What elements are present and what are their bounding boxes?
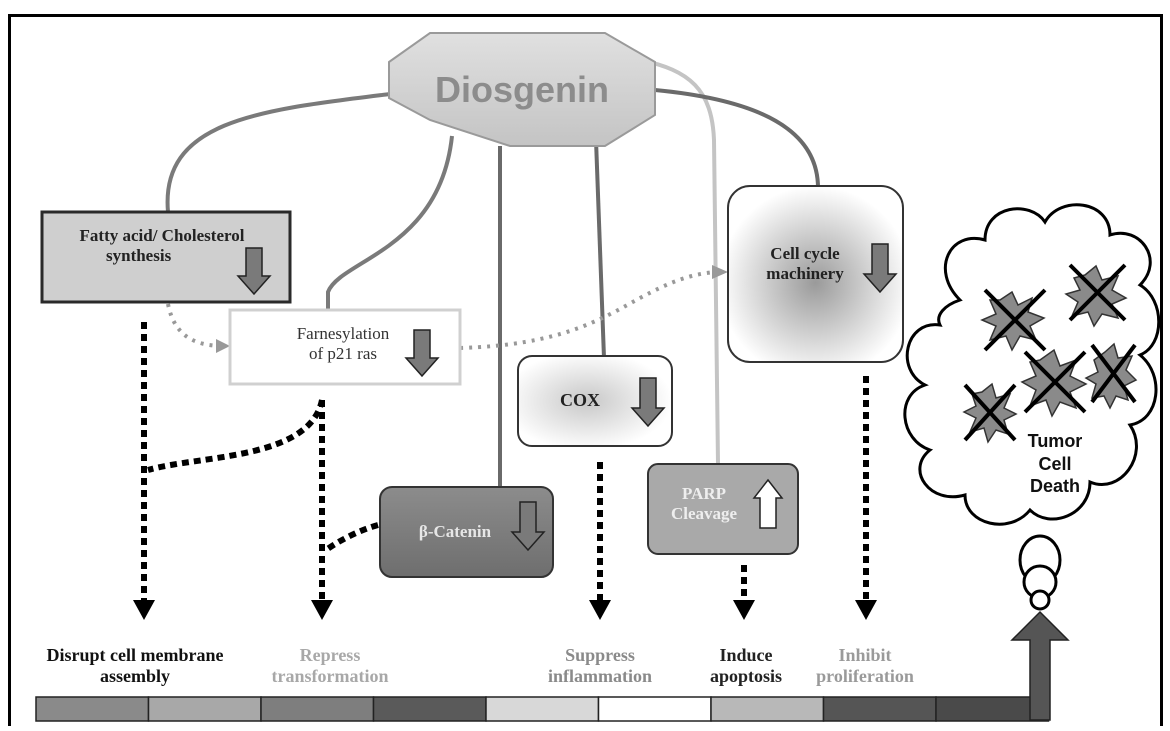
fatty-to-farnesylation-link	[166, 303, 226, 348]
down-arrow-icon	[404, 329, 440, 378]
parp-box	[647, 463, 799, 555]
arrowhead-repress	[311, 600, 333, 620]
outcome-induce-line1: Induce	[719, 645, 773, 665]
arrowhead-farnesylation	[216, 339, 230, 353]
tumor-line3: Death	[1029, 476, 1080, 496]
up-arrow-icon	[752, 478, 784, 529]
dotted-branch-beta	[324, 522, 379, 553]
outcome-inhibit: Inhibit proliferation	[800, 645, 930, 686]
cell-cycle-box	[727, 185, 904, 363]
cross-marks	[963, 263, 1137, 442]
arrowhead-disrupt	[133, 600, 155, 620]
tumor-line2: Cell	[1038, 453, 1072, 474]
fatty-acid-line2: synthesis	[106, 246, 172, 266]
bubble-small	[1029, 589, 1051, 611]
bar-segment	[35, 696, 150, 722]
thought-bubbles	[1018, 534, 1062, 611]
dotted-branch-left	[147, 399, 325, 473]
black-arrowheads	[133, 600, 877, 620]
arrowhead-cell-cycle	[712, 265, 728, 279]
down-arrow-icon	[630, 377, 666, 428]
down-arrow-icon	[236, 247, 272, 296]
bar-segment	[710, 696, 825, 722]
outcome-inhibit-line1: Inhibit	[838, 645, 892, 665]
outcome-suppress-line1: Suppress	[565, 645, 635, 665]
outcome-inhibit-line2: proliferation	[816, 665, 914, 686]
farnesylation-line1: Farnesylation	[296, 324, 390, 343]
farnesylation-line2: of p21 ras	[309, 344, 377, 364]
line-to-fatty-acid	[165, 92, 391, 213]
diosgenin-label: Diosgenin	[435, 69, 609, 110]
bar-segment	[597, 696, 712, 722]
outcome-induce-line2: apoptosis	[709, 665, 783, 686]
down-arrow-icons	[236, 243, 898, 552]
parp-line1: PARP	[681, 484, 727, 503]
arrowhead-inhibit	[855, 600, 877, 620]
fatty-acid-label: Fatty acid/ Cholesterol synthesis	[46, 226, 278, 267]
cell-cycle-line1: Cell cycle	[770, 244, 840, 263]
outcome-bar	[35, 696, 1050, 722]
outcome-disrupt: Disrupt cell membrane assembly	[20, 645, 250, 686]
bar-segment	[822, 696, 937, 722]
black-dotted-lines	[141, 322, 869, 600]
outcome-induce: Induce apoptosis	[686, 645, 806, 686]
big-up-arrow-icon	[1010, 610, 1070, 721]
down-arrow-icon	[862, 243, 898, 294]
bar-segment	[372, 696, 487, 722]
cell-cycle-line2: machinery	[766, 264, 844, 284]
line-to-farnesylation	[326, 135, 454, 310]
bar-segment	[485, 696, 600, 722]
outcome-repress-line2: transformation	[271, 665, 389, 686]
diosgenin-hexagon	[388, 32, 656, 147]
parp-line2: Cleavage	[670, 504, 738, 524]
parp-label: PARP Cleavage	[654, 484, 754, 525]
outcome-suppress-line2: inflammation	[547, 665, 652, 686]
arrowhead-induce	[733, 600, 755, 620]
line-to-parp	[639, 58, 720, 465]
outcome-disrupt-line2: assembly	[99, 665, 170, 686]
dotted-gray-connectors	[166, 270, 717, 350]
line-to-cell-cycle	[654, 88, 820, 189]
outcome-repress: Repress transformation	[250, 645, 410, 686]
beta-catenin-label: β-Catenin	[418, 522, 492, 541]
tumor-line1: Tumor	[1027, 431, 1083, 451]
bar-segment	[260, 696, 375, 722]
outcome-repress-line1: Repress	[299, 645, 361, 665]
beta-catenin-box	[379, 486, 554, 578]
cox-label: COX	[560, 390, 600, 410]
outcome-suppress: Suppress inflammation	[525, 645, 675, 686]
cox-box	[517, 355, 673, 447]
outcome-disrupt-line1: Disrupt cell membrane	[46, 645, 224, 665]
bar-segment	[147, 696, 262, 722]
connector-lines	[165, 58, 820, 488]
down-arrow-icon	[510, 501, 546, 552]
cell-cycle-label: Cell cycle machinery	[740, 244, 870, 285]
fatty-acid-line1: Fatty acid/ Cholesterol	[79, 226, 245, 245]
arrowhead-suppress	[589, 600, 611, 620]
farnesylation-label: Farnesylation of p21 ras	[268, 324, 418, 365]
line-to-cox	[594, 139, 606, 359]
tumor-label: Tumor Cell Death	[1010, 430, 1100, 498]
figure-frame	[8, 14, 1163, 726]
